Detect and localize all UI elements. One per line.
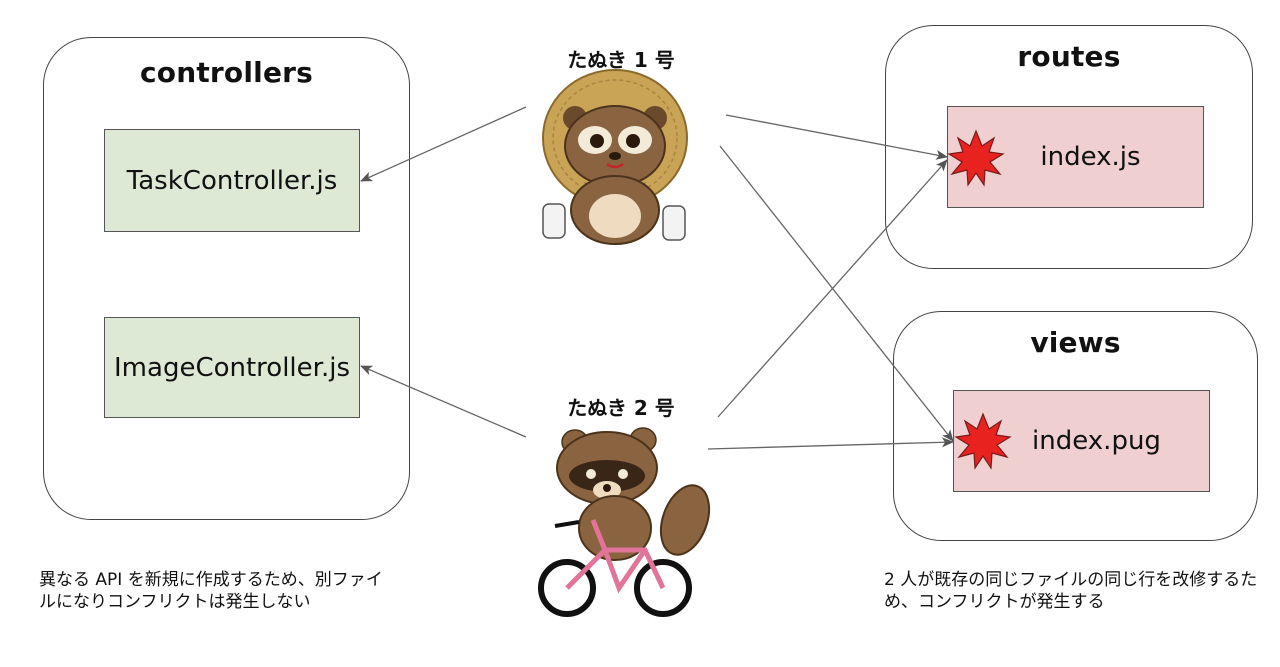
tanuki2-label: たぬき 2 号 [567,396,675,420]
arrow-tanuki1-to-routesindex [725,114,948,160]
image-controller-label: ImageController.js [114,352,350,383]
tanuki-on-bicycle-icon [538,427,711,617]
left-note: 異なる API を新規に作成するため、別ファイルになりコンフリクトは発生しない [39,570,383,612]
tanuki1-label: たぬき 1 号 [567,48,675,72]
views-index-label: index.pug [1032,426,1161,456]
image-controller-file: ImageController.js [104,317,360,418]
routes-index-label: index.js [1040,142,1141,172]
task-controller-file: TaskController.js [104,129,360,232]
arrow-tanuki2-to-viewsindex [707,437,954,450]
tanuki-with-hat-icon [542,69,688,245]
arrow-tanuki2-to-imagecontroller [360,365,527,438]
right-note: 2 人が既存の同じファイルの同じ行を改修するため、コンフリクトが発生する [884,570,1258,612]
controllers-container: controllers [43,37,410,520]
conflict-burst-icon [954,412,1012,470]
controllers-title: controllers [139,56,314,89]
arrow-tanuki2-to-routesindex [717,159,948,418]
arrow-tanuki1-to-taskcontroller [360,106,527,182]
arrow-tanuki1-to-viewsindex [719,145,954,442]
routes-title: routes [1017,40,1121,73]
views-title: views [1030,326,1121,359]
task-controller-label: TaskController.js [126,165,338,196]
conflict-burst-icon [947,129,1005,187]
